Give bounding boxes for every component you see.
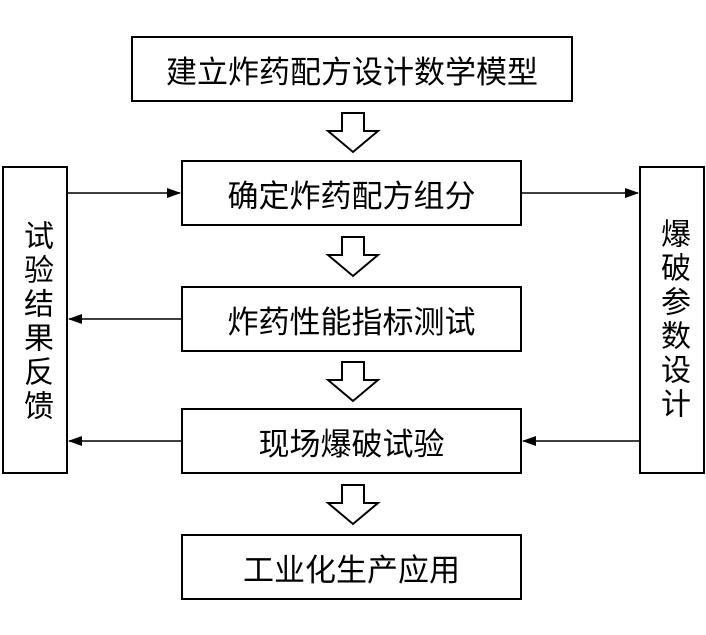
box-field-test: 现场爆破试验	[181, 408, 522, 474]
box-field-test-label: 现场爆破试验	[258, 426, 445, 463]
box-performance-test: 炸药性能指标测试	[181, 286, 522, 352]
down-arrow-4	[325, 484, 381, 526]
box-blast-design: 爆破参数设计	[639, 166, 705, 474]
box-feedback: 试验结果反馈	[2, 166, 68, 474]
down-arrow-3	[325, 361, 381, 403]
box-model-label: 建立炸药配方设计数学模型	[166, 54, 538, 91]
box-model: 建立炸药配方设计数学模型	[131, 36, 573, 102]
box-blast-design-label: 爆破参数设计	[655, 218, 690, 422]
down-arrow-1	[325, 112, 381, 154]
down-arrow-2	[325, 236, 381, 278]
box-industrial-application-label: 工业化生产应用	[243, 552, 460, 589]
box-performance-test-label: 炸药性能指标测试	[227, 304, 476, 341]
box-composition: 确定炸药配方组分	[181, 160, 522, 226]
box-feedback-label: 试验结果反馈	[18, 220, 53, 424]
box-industrial-application: 工业化生产应用	[181, 534, 522, 600]
box-composition-label: 确定炸药配方组分	[227, 178, 476, 215]
